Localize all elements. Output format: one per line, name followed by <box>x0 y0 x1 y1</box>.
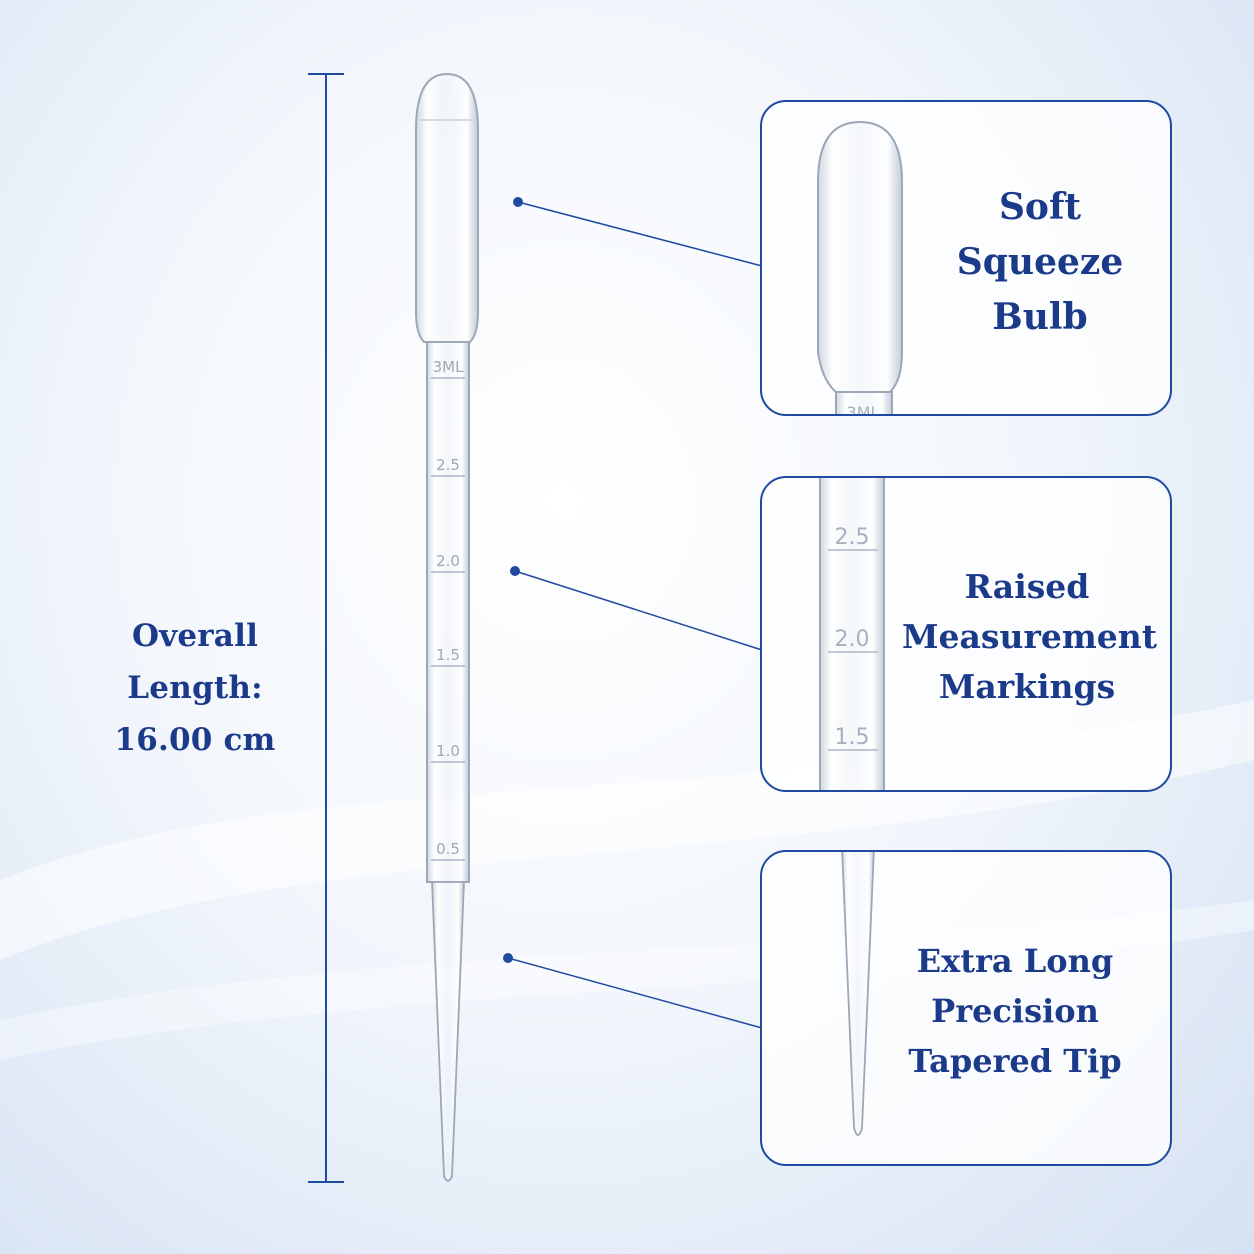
callout-markings: 2.5 2.0 1.5 Raised Measurement Markings <box>760 476 1172 792</box>
callout-bulb-text: Soft Squeeze Bulb <box>940 180 1140 345</box>
callout-bulb-line-3: Bulb <box>992 296 1088 338</box>
marking-0-5: 0.5 <box>436 840 460 858</box>
callout-tip-line-3: Tapered Tip <box>908 1042 1122 1080</box>
callout-tip-text: Extra Long Precision Tapered Tip <box>890 936 1140 1086</box>
callout-markings-line-3: Markings <box>938 667 1116 706</box>
detail-marking-1-5: 1.5 <box>835 725 870 750</box>
marking-1-5: 1.5 <box>436 646 460 664</box>
overall-length-title: Overall Length: <box>127 618 263 706</box>
marking-3ml: 3ML <box>433 358 464 376</box>
marking-2-5: 2.5 <box>436 456 460 474</box>
marking-2-0: 2.0 <box>436 552 460 570</box>
bulb-shape <box>415 72 479 343</box>
marking-1-0: 1.0 <box>436 742 460 760</box>
pipette-image: 3ML 2.5 2.0 1.5 1.0 0.5 <box>415 72 479 1182</box>
callout-markings-line-2: Measurement <box>902 617 1158 656</box>
callout-tip: Extra Long Precision Tapered Tip <box>760 850 1172 1166</box>
tip-detail-image <box>841 852 875 1136</box>
detail-marking-3ml: 3ML <box>847 403 880 416</box>
callout-tip-line-1: Extra Long <box>916 942 1114 980</box>
bulb-detail-image: 3ML <box>817 120 903 416</box>
detail-marking-2-5: 2.5 <box>835 525 870 550</box>
callout-bulb-line-2: Squeeze <box>956 241 1124 283</box>
detail-marking-2-0: 2.0 <box>835 627 870 652</box>
callout-markings-line-1: Raised <box>964 567 1090 606</box>
markings-detail-image: 2.5 2.0 1.5 <box>819 478 885 790</box>
tip-shape <box>431 881 465 1182</box>
overall-length-label: Overall Length: 16.00 cm <box>60 610 330 766</box>
callout-bulb-line-1: Soft <box>998 186 1082 228</box>
callout-bulb: 3ML Soft Squeeze Bulb <box>760 100 1172 416</box>
callout-markings-text: Raised Measurement Markings <box>902 562 1158 712</box>
overall-length-value: 16.00 cm <box>114 722 276 758</box>
stem-shape <box>426 341 470 883</box>
callout-tip-line-2: Precision <box>931 992 1099 1030</box>
